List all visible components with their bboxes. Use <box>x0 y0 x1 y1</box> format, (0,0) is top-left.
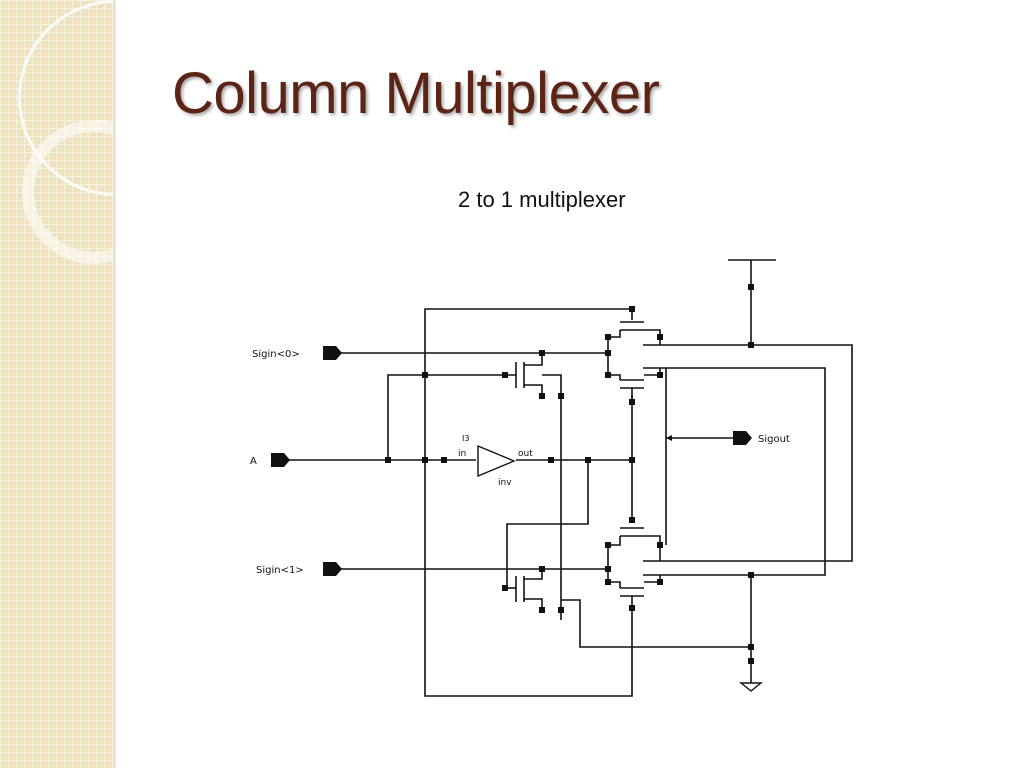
pin-arrow-icon <box>323 562 342 576</box>
pin-label-sigin0: Sigin<0> <box>252 349 300 360</box>
inverter-cell-label: inv <box>498 478 512 488</box>
inverter-out-label: out <box>518 449 533 459</box>
slide-title: Column Multiplexer <box>172 61 660 126</box>
pin-arrow-icon <box>271 453 290 467</box>
inverter-symbol <box>477 444 516 478</box>
ground-icon <box>739 682 763 692</box>
inverter-in-label: in <box>458 449 466 459</box>
pin-label-a: A <box>250 456 257 467</box>
pin-label-sigout: Sigout <box>758 434 790 445</box>
decorative-side-band <box>0 0 113 768</box>
pin-label-sigin1: Sigin<1> <box>256 565 304 576</box>
connection-dots <box>385 284 754 664</box>
pin-arrow-icon <box>323 346 342 360</box>
pin-arrow-icon <box>666 435 672 441</box>
pin-arrow-icon <box>733 431 752 445</box>
wires <box>288 259 853 697</box>
inverter-instance-label: I3 <box>462 434 469 443</box>
diagram-caption: 2 to 1 multiplexer <box>458 187 626 212</box>
side-band-edge <box>113 0 116 768</box>
